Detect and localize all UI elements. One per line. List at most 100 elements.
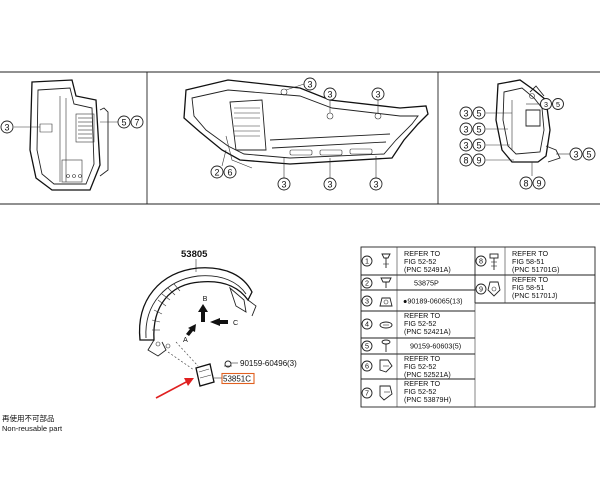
svg-text:B: B (203, 294, 208, 303)
fender-liner-drawing: 53805 B C A (138, 249, 297, 399)
svg-text:3: 3 (281, 180, 286, 190)
svg-text:3: 3 (327, 90, 332, 100)
svg-text:3: 3 (463, 125, 468, 135)
svg-text:(PNC 51701J): (PNC 51701J) (512, 291, 558, 300)
svg-text:REFER TO: REFER TO (404, 311, 440, 320)
svg-text:5: 5 (476, 141, 481, 151)
callout-3[interactable]: 3 (569, 147, 583, 161)
callout-5[interactable]: 5 (472, 122, 486, 136)
svg-text:53875P: 53875P (414, 279, 439, 288)
callout-5[interactable]: 5 (472, 106, 486, 120)
right-end-panel-drawing: 3 5 3 5 3 5 8 9 3 5 3 5 8 9 (459, 79, 596, 190)
svg-text:2: 2 (214, 168, 219, 178)
screw-grommet-icon (379, 297, 393, 307)
bracket-clip-icon (379, 359, 393, 373)
svg-text:5: 5 (476, 109, 481, 119)
svg-text:3: 3 (463, 109, 468, 119)
svg-text:FIG 52-52: FIG 52-52 (404, 257, 436, 266)
svg-text:FIG 58-51: FIG 58-51 (512, 257, 544, 266)
svg-text:9: 9 (476, 156, 481, 166)
clip-icon (380, 277, 392, 288)
callout-3[interactable]: 3 (0, 120, 14, 134)
svg-text:●90189-06065(13): ●90189-06065(13) (403, 297, 463, 306)
fastener-icon (379, 321, 393, 329)
middle-undercover-drawing: 3 3 3 3 3 3 2 6 (183, 77, 429, 191)
svg-text:C: C (233, 318, 238, 327)
svg-text:(PNC 52491A): (PNC 52491A) (404, 265, 451, 274)
callout-5[interactable]: 5 (582, 147, 596, 161)
svg-text:REFER TO: REFER TO (404, 249, 440, 258)
legend-row-3: 3 ●90189-06065(13) (361, 295, 463, 307)
svg-text:5: 5 (476, 125, 481, 135)
clip-icon (224, 360, 232, 368)
callout-3[interactable]: 3 (303, 77, 317, 91)
clip-quantity: (3) (287, 359, 297, 368)
callout-3[interactable]: 3 (459, 106, 473, 120)
svg-text:REFER TO: REFER TO (512, 249, 548, 258)
callout-3[interactable]: 3 (277, 177, 291, 191)
svg-text:5: 5 (556, 100, 560, 109)
svg-text:5: 5 (121, 118, 126, 128)
indicator-arrow-icon (155, 378, 194, 399)
svg-text:5: 5 (586, 150, 591, 160)
svg-text:6: 6 (365, 362, 369, 371)
svg-text:6: 6 (227, 168, 232, 178)
svg-text:(PNC 53879H): (PNC 53879H) (404, 395, 451, 404)
callout-3[interactable]: 3 (323, 87, 337, 101)
svg-text:REFER TO: REFER TO (404, 379, 440, 388)
svg-text:(PNC 51701G): (PNC 51701G) (512, 265, 560, 274)
legend-row-4: 4 REFER TO FIG 52-52 (PNC 52421A) (361, 311, 451, 336)
svg-text:3: 3 (365, 297, 369, 306)
callout-5[interactable]: 5 (552, 98, 564, 110)
part-highlight-box (221, 372, 255, 385)
top-panel (0, 71, 600, 205)
callout-3[interactable]: 3 (540, 98, 552, 110)
callout-5[interactable]: 5 (472, 138, 486, 152)
legend-row-5: 5 90159-60603(5) (361, 339, 461, 352)
callout-8[interactable]: 8 (459, 153, 473, 167)
svg-text:FIG 52-52: FIG 52-52 (404, 319, 436, 328)
svg-text:3: 3 (544, 100, 548, 109)
svg-text:3: 3 (373, 180, 378, 190)
callout-7[interactable]: 7 (130, 115, 144, 129)
svg-text:3: 3 (307, 80, 312, 90)
callout-6[interactable]: 6 (223, 165, 237, 179)
callout-8[interactable]: 8 (519, 176, 533, 190)
clip-part-number: 90159-60496 (240, 359, 288, 368)
non-reusable-note-en: Non-reusable part (2, 424, 63, 433)
callout-2[interactable]: 2 (210, 165, 224, 179)
svg-text:(PNC 52421A): (PNC 52421A) (404, 327, 451, 336)
callout-3[interactable]: 3 (323, 177, 337, 191)
svg-text:8: 8 (479, 257, 483, 266)
svg-text:FIG 58-51: FIG 58-51 (512, 283, 544, 292)
svg-text:4: 4 (365, 320, 369, 329)
hook-clip-icon (379, 385, 393, 401)
callout-9[interactable]: 9 (472, 153, 486, 167)
svg-text:9: 9 (479, 285, 483, 294)
legend-table (360, 246, 596, 408)
bolt-icon (489, 253, 499, 270)
callout-9[interactable]: 9 (532, 176, 546, 190)
callout-3[interactable]: 3 (459, 138, 473, 152)
callout-3[interactable]: 3 (371, 87, 385, 101)
svg-text:3: 3 (375, 90, 380, 100)
svg-text:8: 8 (523, 179, 528, 189)
legend-row-9: 9 REFER TO FIG 58-51 (PNC 51701J) (475, 275, 558, 300)
callout-3[interactable]: 3 (459, 122, 473, 136)
svg-text:A: A (183, 335, 188, 344)
svg-text:7: 7 (134, 118, 139, 128)
legend-row-2: 2 53875P (361, 277, 439, 289)
push-rivet-icon (381, 253, 391, 268)
svg-text:1: 1 (365, 257, 369, 266)
left-side-panel-drawing: 3 5 7 (0, 79, 144, 191)
nut-icon (487, 281, 501, 297)
svg-text:5: 5 (365, 342, 369, 351)
callout-5[interactable]: 5 (117, 115, 131, 129)
svg-text:3: 3 (463, 141, 468, 151)
svg-text:3: 3 (573, 150, 578, 160)
callout-3[interactable]: 3 (369, 177, 383, 191)
svg-text:7: 7 (365, 389, 369, 398)
mud-flap-part[interactable] (195, 363, 215, 387)
legend-row-7: 7 REFER TO FIG 52-52 (PNC 53879H) (361, 379, 451, 404)
